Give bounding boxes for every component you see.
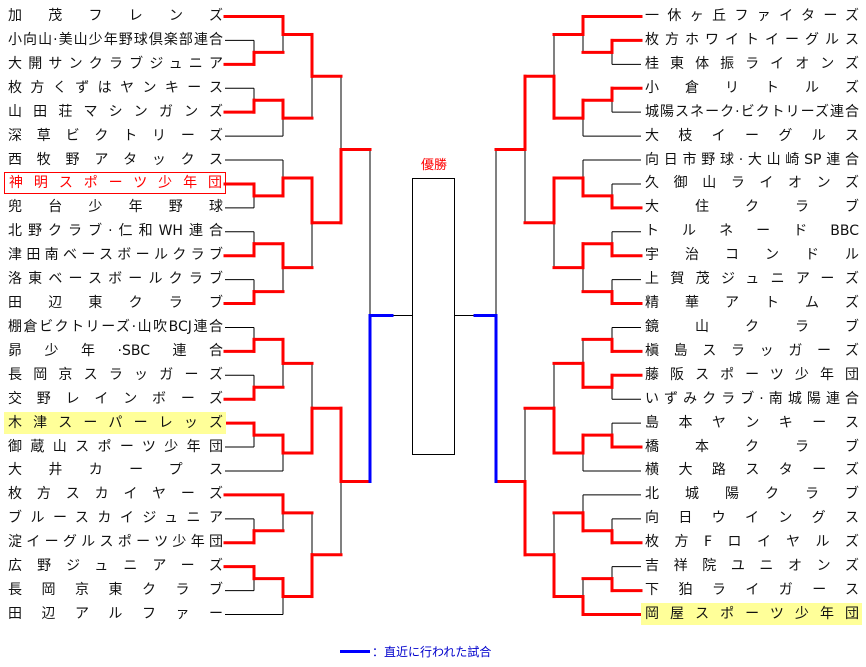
team-name: 西牧野アタックス xyxy=(8,151,223,168)
team-name: 枚方Fロイヤルズ xyxy=(645,534,859,551)
team-name: 上賀茂ジュニアーズ xyxy=(645,271,859,288)
team-name: 槇島スラッガーズ xyxy=(645,342,859,359)
team-name: 小向山·美山少年野球倶楽部連合 xyxy=(8,31,223,48)
team-name: 向日市野球·大山崎SP連合 xyxy=(645,151,859,168)
team-name: 山田荘マシンガンズ xyxy=(8,103,223,120)
legend-label: ：直近に行われた試合 xyxy=(372,644,492,659)
team-name: 枚方ホワイトイーグルス xyxy=(645,31,859,48)
team-name: いずみクラブ·南城陽連合 xyxy=(645,390,859,407)
team-name: 北野クラブ·仁和WH連合 xyxy=(8,223,223,240)
team-name: 津田南ベースボールクラブ xyxy=(8,247,223,264)
team-name: 棚倉ビクトリーズ·山吹BCJ連合 xyxy=(8,318,223,335)
team-name: 岡屋スポーツ少年団 xyxy=(641,603,862,625)
team-name: 広野ジュニアーズ xyxy=(8,558,223,575)
team-name: 洛東ベースボールクラブ xyxy=(8,271,223,288)
team-name: 淀イーグルスポーツ少年団 xyxy=(8,534,223,551)
team-name: 桂東体振ライオンズ xyxy=(645,55,859,72)
team-name: ブルースカイジュニア xyxy=(8,510,223,527)
team-name: トルネードBBC xyxy=(645,223,859,240)
team-name: 枚方スカイヤーズ xyxy=(8,486,223,503)
legend: ：直近に行われた試合 xyxy=(340,642,491,660)
team-name: 向日ウイングス xyxy=(645,510,859,527)
team-name: 北城陽クラブ xyxy=(645,486,859,503)
team-name: 久御山ライオンズ xyxy=(645,175,859,192)
champion-label: 優勝 xyxy=(420,158,447,173)
team-name: 兜台少年野球 xyxy=(8,199,223,216)
team-name: 加茂フレンズ xyxy=(8,8,223,24)
legend-recent-match-line xyxy=(340,649,370,653)
bracket-lines-black xyxy=(225,34,641,615)
bracket-lines-highlighted xyxy=(223,15,643,616)
team-name: 城陽スネーク·ビクトリーズ連合 xyxy=(645,103,859,120)
team-name: 御蔵山スポーツ少年団 xyxy=(8,438,223,455)
team-name: 一休ヶ丘ファイターズ xyxy=(645,8,859,24)
team-name: 昴少年·SBC連合 xyxy=(8,342,223,359)
team-name: 神明スポーツ少年団 xyxy=(4,172,226,195)
team-name: 田辺アルファー xyxy=(8,606,223,622)
team-name: 深草ビクトリーズ xyxy=(8,127,223,144)
team-name: 大開サンクラブジュニア xyxy=(8,55,223,72)
team-name: 鏡山クラブ xyxy=(645,318,859,335)
team-name: 下狛ライガース xyxy=(645,582,859,599)
team-name: 大井カープス xyxy=(8,462,223,479)
team-name: 宇治コンドル xyxy=(645,247,859,264)
team-name: 田辺東クラブ xyxy=(8,295,223,312)
team-name: 小倉リトルズ xyxy=(645,79,859,96)
team-name: 精華アトムズ xyxy=(645,295,859,312)
champion-box xyxy=(412,178,455,455)
team-name: 木津スーパーレッズ xyxy=(4,411,226,434)
team-name: 大枝イーグルス xyxy=(645,127,859,144)
team-name: 島本ヤンキース xyxy=(645,414,859,431)
team-name: 枚方くずはヤンキース xyxy=(8,79,223,96)
team-name: 横大路スターズ xyxy=(645,462,859,479)
team-name: 吉祥院ユニオンズ xyxy=(645,558,859,575)
team-name: 大住クラブ xyxy=(645,199,859,216)
team-name: 交野レインボーズ xyxy=(8,390,223,407)
team-name: 橋本クラブ xyxy=(645,438,859,455)
team-name: 藤阪スポーツ少年団 xyxy=(645,366,859,383)
team-name: 長岡京東クラブ xyxy=(8,582,223,599)
team-name: 長岡京スラッガーズ xyxy=(8,366,223,383)
